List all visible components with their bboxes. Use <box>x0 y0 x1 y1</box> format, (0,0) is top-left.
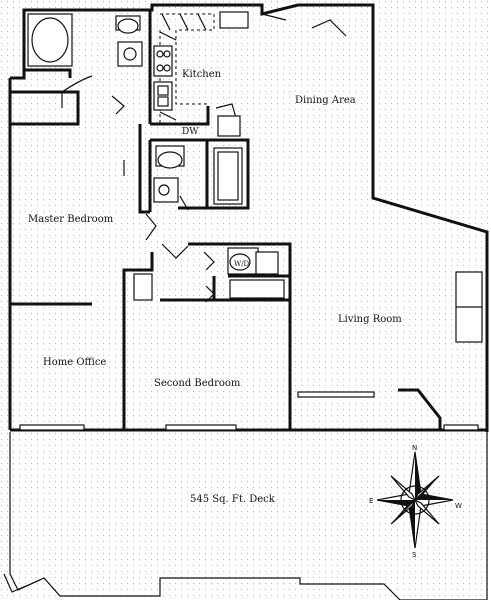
compass-rose: N S E W <box>369 444 462 559</box>
bath-fixtures <box>27 13 243 301</box>
closet-marks <box>159 13 207 121</box>
label-kitchen: Kitchen <box>182 69 222 80</box>
label-deck: 545 Sq. Ft. Deck <box>190 494 276 505</box>
label-second-bedroom: Second Bedroom <box>154 378 241 389</box>
interior-walls <box>10 10 442 430</box>
kitchen-fixtures <box>153 11 285 299</box>
label-dining-area: Dining Area <box>295 95 356 106</box>
compass-west: W <box>455 502 462 510</box>
room-labels: Kitchen Dining Area Master Bedroom Home … <box>28 69 402 505</box>
compass-east: E <box>369 497 373 505</box>
compass-north: N <box>412 444 417 452</box>
label-master-bedroom: Master Bedroom <box>28 214 114 225</box>
deck-outline <box>3 432 488 600</box>
compass-south: S <box>412 551 417 559</box>
label-dishwasher: DW <box>182 127 199 137</box>
label-living-room: Living Room <box>338 314 402 325</box>
label-washer-dryer: W/D <box>234 260 250 268</box>
doors <box>61 13 347 303</box>
windows <box>19 271 483 431</box>
label-home-office: Home Office <box>43 357 106 368</box>
exterior-walls <box>8 3 489 432</box>
